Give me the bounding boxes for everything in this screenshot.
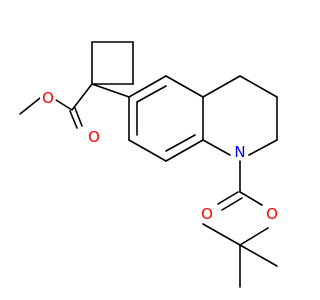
bond-tert-butyl-methyl-right xyxy=(239,244,278,267)
atom-o-ester-double: O xyxy=(86,128,102,146)
atom-o-ester-single-background xyxy=(40,90,56,106)
bonds xyxy=(19,41,278,288)
bond-tert-butyl-methyl-left xyxy=(202,223,241,246)
bond-aryl-2 xyxy=(165,75,204,98)
atom-o-carbamate-double-label: O xyxy=(201,205,213,223)
bond-ring-n1-c8a xyxy=(202,139,231,156)
atom-o-ester-double-label: O xyxy=(88,128,100,146)
atom-nitrogen-background xyxy=(232,144,248,160)
atom-o-carbamate-single-background xyxy=(264,206,280,222)
atom-o-ester-double-background xyxy=(86,129,102,145)
bond-carbonyl-to-o-single xyxy=(55,99,73,111)
bond-aryl-5 xyxy=(128,139,167,162)
bond-carbonyl-o-double-a xyxy=(69,110,78,129)
bond-quaternary-to-carbonyl xyxy=(71,83,93,111)
atom-nitrogen-label: N xyxy=(234,143,245,161)
bond-ring-c4-c3 xyxy=(239,75,278,98)
bond-aryl-1 xyxy=(128,75,167,98)
bond-quaternary-to-aryl xyxy=(91,83,130,98)
bond-aryl-inner-3 xyxy=(165,134,196,152)
bond-aryl-inner-1 xyxy=(136,85,167,103)
atom-o-carbamate-double-background xyxy=(199,206,215,222)
bond-carbamate-to-o-single xyxy=(239,191,263,206)
bond-o-single-to-tert-carbon xyxy=(239,227,269,246)
atom-o-carbamate-single-label: O xyxy=(266,205,278,223)
atom-nitrogen: N xyxy=(232,143,248,161)
bond-carbamate-o-double-a xyxy=(217,191,239,205)
molecule-structure: O O N O O xyxy=(19,41,280,288)
atom-o-ester-single-label: O xyxy=(42,89,54,107)
bond-aryl-4 xyxy=(165,139,204,162)
bond-carbonyl-o-double-b xyxy=(74,107,83,127)
atom-o-ester-single: O xyxy=(40,89,56,107)
bond-ring-c4a-c4 xyxy=(202,75,241,98)
atom-labels: O O N O O xyxy=(40,89,280,223)
atom-o-carbamate-single: O xyxy=(264,205,280,223)
bond-o-single-to-methyl xyxy=(19,97,41,115)
bond-carbamate-o-double-b xyxy=(221,197,243,211)
bond-ring-c2-n1 xyxy=(248,139,278,156)
atom-o-carbamate-double: O xyxy=(199,205,215,223)
